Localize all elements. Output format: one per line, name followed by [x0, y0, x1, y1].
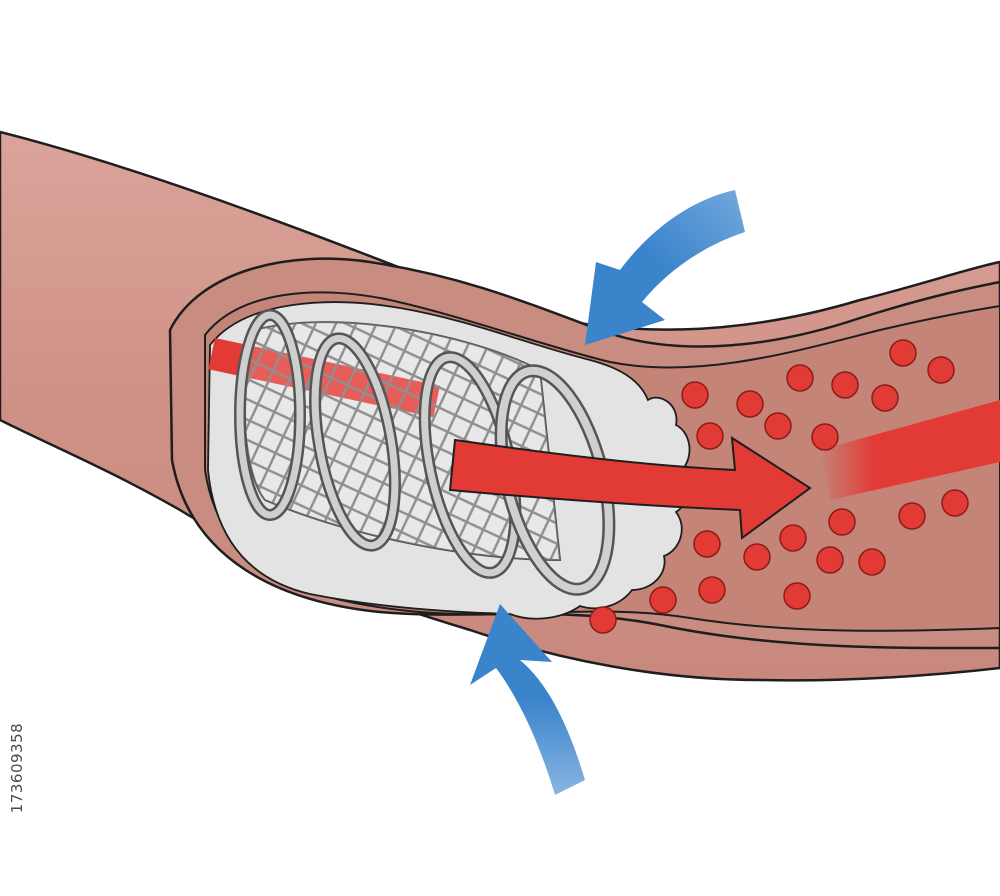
blood-cell — [828, 508, 856, 536]
blood-cell — [898, 502, 926, 530]
blood-cell — [889, 339, 917, 367]
blood-cell — [831, 371, 859, 399]
blood-cell — [811, 423, 839, 451]
blood-cell — [786, 364, 814, 392]
blood-cell — [736, 390, 764, 418]
blood-cell — [858, 548, 886, 576]
blood-cell — [764, 412, 792, 440]
blood-cell — [649, 586, 677, 614]
blood-cell — [693, 530, 721, 558]
blood-cell — [871, 384, 899, 412]
blood-cell — [783, 582, 811, 610]
blood-cell — [696, 422, 724, 450]
blood-cell — [698, 576, 726, 604]
curved-arrow-icon — [585, 190, 745, 345]
image-id-label: 173609358 — [2, 650, 32, 886]
blood-cells — [589, 339, 969, 634]
blood-cell — [743, 543, 771, 571]
blood-cell — [941, 489, 969, 517]
blood-flow-stream — [820, 400, 1000, 500]
blood-cell — [779, 524, 807, 552]
blood-cell — [816, 546, 844, 574]
blood-cell — [681, 381, 709, 409]
blood-cell — [927, 356, 955, 384]
image-id-text: 173609358 — [8, 722, 26, 814]
curved-arrow-icon — [470, 604, 585, 795]
arrow-right-icon — [448, 436, 812, 540]
blood-cell — [589, 606, 617, 634]
